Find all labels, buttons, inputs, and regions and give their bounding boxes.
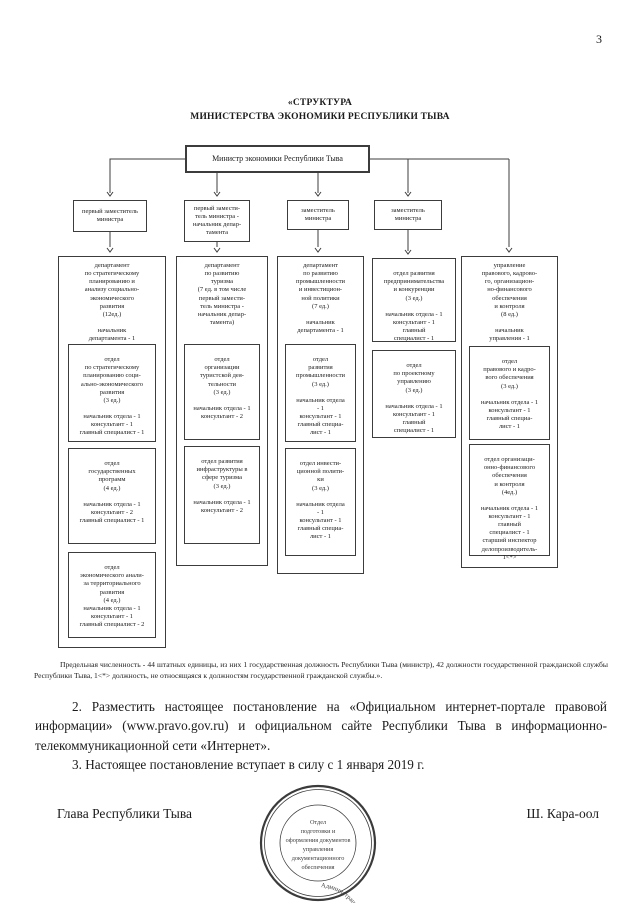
department-header: управление правового, кадрово- го, орган… [481,262,538,343]
page-number: 3 [596,32,602,46]
unit-box: отдел развития промышленности (3 ед.) на… [285,344,356,442]
stamp-center-line: документационного [292,855,345,862]
department-header: департамент по развитию туризма (7 ед. в… [197,262,247,326]
stamp-center-line: оформления документов [286,837,351,844]
minister-box: Министр экономики Республики Тыва [185,145,370,173]
chart-title: «СТРУКТУРА МИНИСТЕРСТВА ЭКОНОМИКИ РЕСПУБ… [0,96,640,124]
deputy-box-4: заместитель министра [374,200,442,230]
deputy-box-3: заместитель министра [287,200,349,230]
paragraph-2: 2. Разместить настоящее постановление на… [35,699,607,753]
chart-title-line2: МИНИСТЕРСТВА ЭКОНОМИКИ РЕСПУБЛИКИ ТЫВА [190,112,450,122]
unit-label: отдел развития предпринимательства и кон… [383,270,445,343]
deputy-label: заместитель министра [301,206,335,222]
unit-box: отдел инвести- ционной полити- ки (3 ед.… [285,448,356,556]
stamp-outer-ring [259,784,377,902]
department-box-industry: департамент по развитию промышленности и… [277,256,364,574]
department-header: департамент по стратегическому планирова… [84,262,140,343]
stamp-center-line: Отдел [310,819,326,826]
deputy-label: первый заместитель министра [82,207,138,223]
unit-box: отдел организации туристской дея- тельно… [184,344,260,440]
signature-name: Ш. Кара-оол [526,806,599,821]
department-header: департамент по развитию промышленности и… [295,262,346,334]
paragraph-3: 3. Настоящее постановление вступает в си… [72,757,425,773]
unit-label: отдел развития инфраструктуры в сфере ту… [193,458,251,514]
unit-box: отдел организаци- онно-финансового обесп… [469,444,550,561]
body-text: 2. Разместить настоящее постановление на… [35,697,607,775]
unit-label: отдел развития промышленности (3 ед.) на… [295,356,346,437]
unit-label: отдел государственных программ (4 ед.) н… [79,460,145,524]
deputy-box-2: первый замести- тель министра - начальни… [184,200,250,242]
unit-box: отдел государственных программ (4 ед.) н… [68,448,156,544]
unit-box-entrepreneurship: отдел развития предпринимательства и кон… [372,258,456,342]
deputy-box-1: первый заместитель министра [73,200,147,232]
unit-label: отдел по стратегическому планированию со… [79,356,145,437]
department-box-strategy: департамент по стратегическому планирова… [58,256,166,648]
unit-label: отдел организаци- онно-финансового обесп… [480,456,539,561]
stamp-center-line: обеспечения [301,864,334,871]
department-box-legal: управление правового, кадрово- го, орган… [461,256,558,568]
stamp-center-line: подготовки и [301,828,336,835]
department-box-tourism: департамент по развитию туризма (7 ед. в… [176,256,268,566]
official-stamp: Администрация Главы Республики Тыва и Ап… [259,784,377,903]
stamp-inner-ring [279,804,357,882]
unit-box: отдел правового и кадро- вого обеспечени… [469,346,550,440]
unit-label: отдел по проектному управлению (3 ед.) н… [385,362,443,435]
unit-box: отдел по стратегическому планированию со… [68,344,156,442]
unit-label: отдел инвести- ционной полити- ки (3 ед.… [296,460,345,541]
unit-box: отдел развития инфраструктуры в сфере ту… [184,446,260,544]
minister-label: Министр экономики Республики Тыва [212,154,343,163]
unit-label: отдел организации туристской дея- тельно… [193,356,251,420]
unit-box: отдел экономического анали- за территори… [68,552,156,638]
deputy-label: первый замести- тель министра - начальни… [192,204,242,237]
unit-label: отдел экономического анали- за территори… [79,564,145,628]
unit-label: отдел правового и кадро- вого обеспечени… [480,358,539,431]
chart-title-line1: «СТРУКТУРА [287,98,353,108]
deputy-label: заместитель министра [391,206,425,222]
stamp-center-line: управления [303,846,334,853]
unit-box-project-management: отдел по проектному управлению (3 ед.) н… [372,350,456,438]
signature-title: Глава Республики Тыва [57,806,193,821]
chart-footnote: Предельная численность - 44 штатных един… [34,660,608,680]
stamp-middle-ring [264,789,372,897]
